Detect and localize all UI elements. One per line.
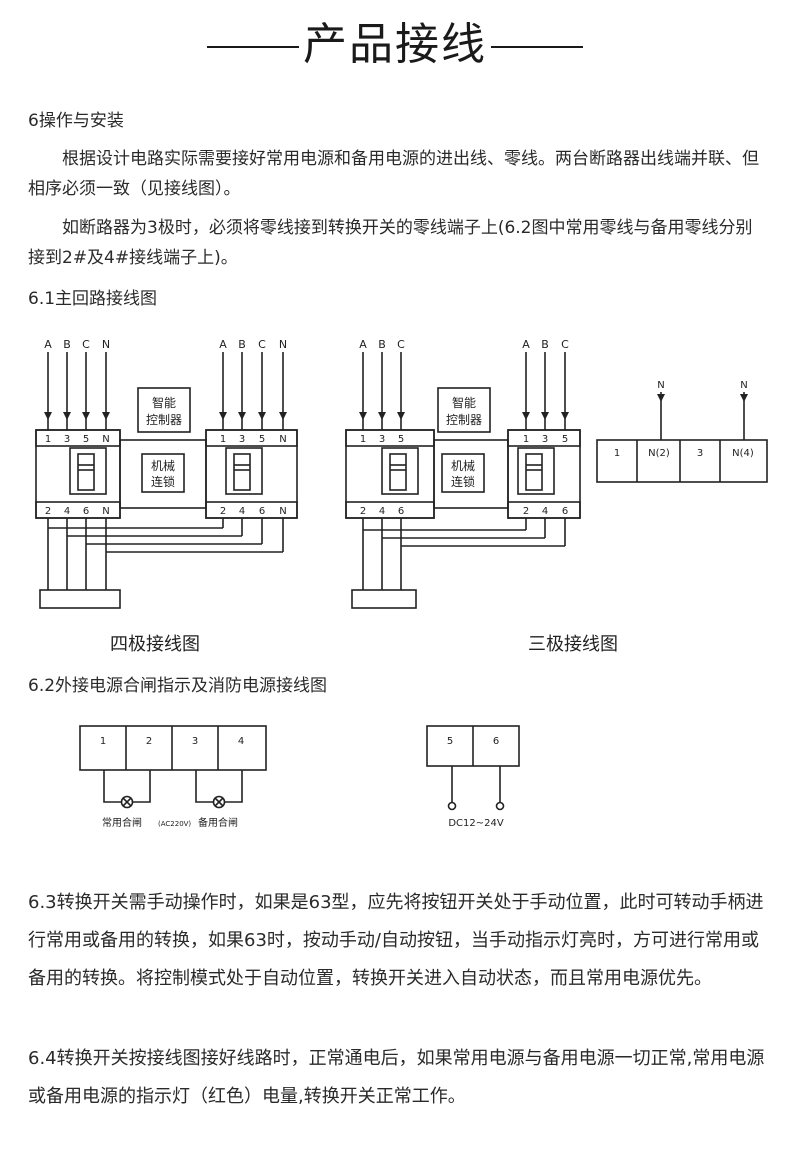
page-title: 产品接线: [0, 8, 790, 72]
terminal-label: 5: [562, 434, 568, 445]
terminal-label: 2: [523, 506, 529, 517]
indicator-cell-label: 3: [192, 736, 198, 747]
four-pole-top-label: A: [44, 338, 52, 351]
neutral-terminal-block: [596, 392, 768, 483]
section-6-1-heading: 6.1主回路接线图: [28, 289, 158, 309]
terminal-label: 5: [259, 434, 265, 445]
neutral-cell-label: N(4): [732, 448, 754, 459]
section-6-paragraph-1: 根据设计电路实际需要接好常用电源和备用电源的进出线、零线。两台断路器出线端并联、…: [28, 149, 759, 199]
section-6-2-heading: 6.2外接电源合闸指示及消防电源接线图: [28, 676, 328, 696]
four-pole-top-label: C: [258, 338, 266, 351]
title-dash-left: [207, 46, 299, 48]
neutral-cell-label: N(2): [648, 448, 670, 459]
four-pole-top-label: A: [219, 338, 227, 351]
four-pole-caption: 四极接线图: [110, 634, 200, 655]
indicator-cell-label: 1: [100, 736, 106, 747]
dc-voltage-label: DC12~24V: [448, 818, 504, 829]
controller-label: 控制器: [146, 413, 182, 427]
terminal-label: 1: [523, 434, 529, 445]
indicator-fire-diagrams: 1 2 3 4 常用合闸 (AC220V) 备用合闸 5 6 DC12~24V: [79, 725, 520, 829]
terminal-label: 1: [220, 434, 226, 445]
terminal-label: 5: [83, 434, 89, 445]
three-pole-top-label: B: [541, 338, 549, 351]
terminal-label: 4: [64, 506, 70, 517]
normal-close-label: 常用合闸: [102, 816, 142, 829]
interlock-label: 连锁: [451, 474, 475, 489]
terminal-label: 3: [542, 434, 548, 445]
neutral-cell-label: 3: [697, 448, 703, 459]
lamp-icon: [212, 795, 226, 809]
indicator-cell-label: 2: [146, 736, 152, 747]
section-6-3-text: 6.3转换开关需手动操作时，如果是63型，应先将按钮开关处于手动位置，此时可转动…: [28, 892, 764, 989]
terminal-label: N: [279, 434, 286, 445]
three-pole-top-label: A: [522, 338, 530, 351]
interlock-label: 机械: [451, 458, 475, 473]
main-circuit-diagrams: A B C N A B C N 1 3 5 N 1 3 5 N 2 4 6 N …: [35, 338, 768, 609]
terminal-label: 2: [45, 506, 51, 517]
section-6-heading: 6操作与安装: [28, 111, 124, 131]
interlock-label: 机械: [151, 458, 175, 473]
voltage-label: (AC220V): [158, 820, 191, 828]
three-pole-top-label: B: [378, 338, 386, 351]
three-pole-top-label: A: [359, 338, 367, 351]
neutral-cell-label: 1: [614, 448, 620, 459]
terminal-label: N: [102, 434, 109, 445]
fire-cell-label: 6: [493, 736, 499, 747]
section-6-paragraph-2: 如断路器为3极时，必须将零线接到转换开关的零线端子上(6.2图中常用零线与备用零…: [28, 218, 753, 268]
four-pole-top-label: N: [102, 338, 110, 351]
lamp-icon: [120, 795, 134, 809]
terminal-label: 6: [83, 506, 89, 517]
terminal-label: N: [279, 506, 286, 517]
indicator-cell-label: 4: [238, 736, 244, 747]
terminal-label: 1: [360, 434, 366, 445]
section-6-4-text: 6.4转换开关按接线图接好线路时，正常通电后，如果常用电源与备用电源一切正常,常…: [28, 1048, 765, 1107]
three-pole-top-label: C: [397, 338, 405, 351]
fire-power-terminal-block: [426, 725, 520, 811]
four-pole-top-label: C: [82, 338, 90, 351]
three-pole-top-label: C: [561, 338, 569, 351]
four-pole-top-label: B: [63, 338, 71, 351]
neutral-label: N: [657, 380, 664, 391]
neutral-label: N: [740, 380, 747, 391]
title-text: 产品接线: [303, 19, 487, 70]
controller-label: 控制器: [446, 413, 482, 427]
controller-label: 智能: [152, 395, 176, 410]
terminal-label: 5: [398, 434, 404, 445]
terminal-label: 6: [398, 506, 404, 517]
title-dash-right: [491, 46, 583, 48]
four-pole-top-label: B: [238, 338, 246, 351]
terminal-label: 2: [360, 506, 366, 517]
terminal-label: 3: [64, 434, 70, 445]
controller-label: 智能: [452, 395, 476, 410]
terminal-label: 6: [259, 506, 265, 517]
interlock-label: 连锁: [151, 474, 175, 489]
three-pole-caption: 三极接线图: [528, 634, 618, 655]
terminal-label: 3: [239, 434, 245, 445]
terminal-label: 4: [239, 506, 245, 517]
terminal-label: 4: [379, 506, 385, 517]
standby-close-label: 备用合闸: [198, 816, 238, 829]
four-pole-top-label: N: [279, 338, 287, 351]
terminal-label: 4: [542, 506, 548, 517]
terminal-label: N: [102, 506, 109, 517]
fire-cell-label: 5: [447, 736, 453, 747]
four-pole-diagram: [35, 352, 298, 609]
terminal-label: 6: [562, 506, 568, 517]
terminal-label: 3: [379, 434, 385, 445]
three-pole-diagram: [345, 352, 581, 609]
terminal-label: 2: [220, 506, 226, 517]
terminal-label: 1: [45, 434, 51, 445]
